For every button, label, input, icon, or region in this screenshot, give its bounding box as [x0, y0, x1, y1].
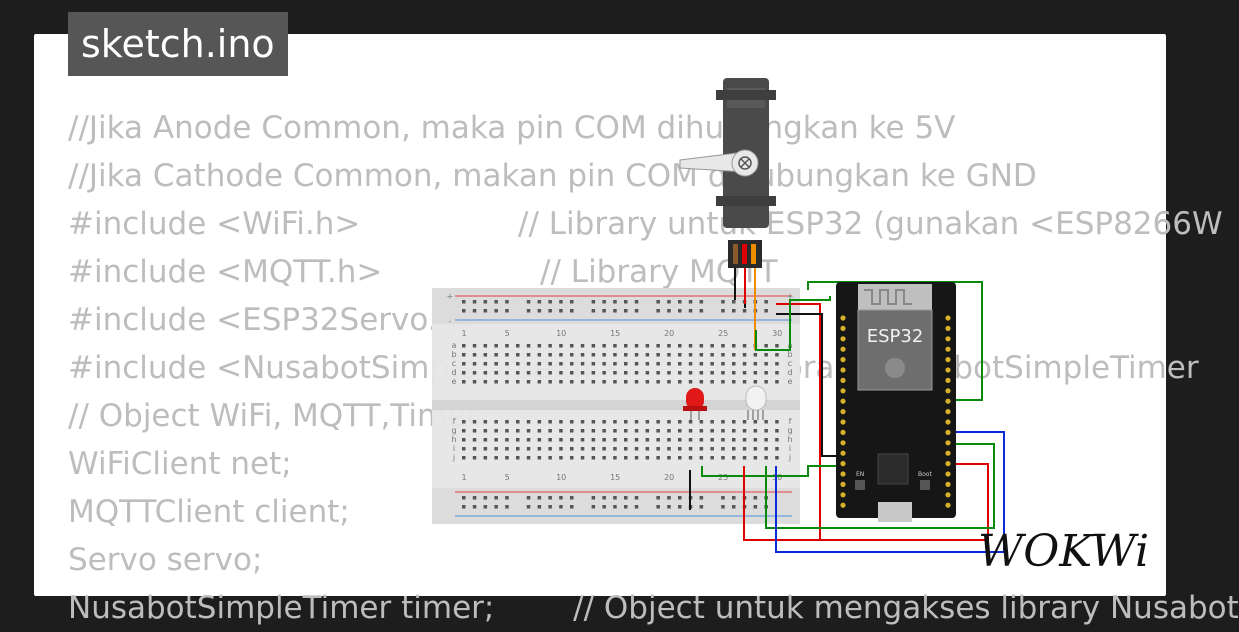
esp32-pin — [945, 367, 951, 373]
breadboard-row-letter: h — [451, 435, 456, 444]
wokwi-logo-text: WOKWi — [978, 526, 1149, 577]
breadboard-row-letter: i — [789, 444, 791, 453]
breadboard-row-letter: j — [788, 453, 791, 462]
breadboard-column-number: 1 — [461, 473, 466, 482]
esp32-pin — [840, 377, 846, 383]
breadboard-column-number: 5 — [505, 329, 510, 338]
breadboard-row-letter: d — [451, 368, 456, 377]
esp32-pin — [840, 471, 846, 477]
esp32-pin — [945, 419, 951, 425]
rgb-led[interactable] — [745, 385, 767, 420]
esp32-pin — [840, 429, 846, 435]
breadboard-row-letter: g — [787, 426, 792, 435]
boot-button-label: Boot — [918, 471, 932, 478]
esp32-pin — [840, 450, 846, 456]
breadboard-row-letter: b — [451, 350, 456, 359]
esp32-pin — [945, 492, 951, 498]
red-led[interactable] — [683, 388, 707, 420]
breadboard-column-number: 15 — [610, 329, 620, 338]
wires — [689, 268, 1005, 553]
en-button-label: EN — [856, 471, 864, 478]
file-tab-title[interactable]: sketch.ino — [68, 12, 288, 76]
breadboard-column-number: 30 — [772, 473, 782, 482]
breadboard-row-letter: i — [453, 444, 455, 453]
esp32-pin — [945, 471, 951, 477]
esp32-pins — [840, 315, 951, 508]
esp32-pin — [840, 357, 846, 363]
breadboard-row-letter: g — [451, 426, 456, 435]
code-line: #include <MQTT.h> // Library MQTT — [68, 254, 778, 290]
esp32-pin — [945, 481, 951, 487]
esp32-pin — [840, 461, 846, 467]
servo-motor[interactable] — [679, 78, 776, 268]
esp32-pin — [945, 357, 951, 363]
esp32-pin — [945, 429, 951, 435]
esp32-pin — [945, 502, 951, 508]
wokwi-logo: WOKWi — [978, 526, 1149, 577]
esp32-pin — [945, 336, 951, 342]
code-line: NusabotSimpleTimer timer; // Object untu… — [68, 590, 1239, 626]
esp32-pin — [840, 325, 846, 331]
breadboard-column-number: 5 — [505, 473, 510, 482]
breadboard-row-letter: e — [788, 377, 793, 386]
breadboard-column-number: 25 — [718, 329, 728, 338]
breadboard-holes — [462, 300, 779, 509]
breadboard-row-letter: d — [787, 368, 792, 377]
esp32-pin — [840, 346, 846, 352]
breadboard-row-letter: f — [789, 417, 792, 426]
esp32-pin — [840, 440, 846, 446]
esp32-pin — [945, 388, 951, 394]
breadboard-column-number: 30 — [772, 329, 782, 338]
esp32-pin — [840, 336, 846, 342]
esp32-pin — [945, 346, 951, 352]
breadboard-column-number: 10 — [556, 473, 566, 482]
esp32-pin — [840, 409, 846, 415]
breadboard-column-number: 20 — [664, 473, 674, 482]
breadboard-column-number: 10 — [556, 329, 566, 338]
esp32-pin — [840, 502, 846, 508]
breadboard-row-letter: c — [452, 359, 456, 368]
breadboard-row-letter: j — [452, 453, 455, 462]
esp32-pin — [840, 367, 846, 373]
breadboard-row-letter: a — [452, 341, 457, 350]
esp32-pin — [840, 492, 846, 498]
esp32-pin — [945, 450, 951, 456]
esp32-label: ESP32 — [867, 326, 924, 347]
breadboard-column-number: 1 — [461, 329, 466, 338]
breadboard-row-letter: b — [787, 350, 792, 359]
code-line: //Jika Cathode Common, makan pin COM dih… — [68, 158, 1037, 194]
esp32-pin — [840, 315, 846, 321]
breadboard-rail-plus: + — [447, 292, 454, 301]
code-line: MQTTClient client; — [68, 494, 350, 530]
esp32-pin — [840, 398, 846, 404]
code-line: WiFiClient net; — [68, 446, 292, 482]
esp32-pin — [840, 419, 846, 425]
esp32-pin — [840, 481, 846, 487]
breadboard-column-number: 20 — [664, 329, 674, 338]
esp32-pin — [945, 409, 951, 415]
breadboard-column-number: 15 — [610, 473, 620, 482]
esp32-pin — [840, 388, 846, 394]
esp32-pin — [945, 325, 951, 331]
breadboard-row-letter: f — [453, 417, 456, 426]
breadboard-row-letter: e — [452, 377, 457, 386]
breadboard-row-letter: c — [788, 359, 792, 368]
esp32-pin — [945, 440, 951, 446]
esp32-board[interactable]: ESP32 EN Boot — [836, 282, 956, 522]
breadboard-row-letter: h — [787, 435, 792, 444]
breadboard-column-number: 25 — [718, 473, 728, 482]
esp32-pin — [945, 398, 951, 404]
breadboard-rail-minus: - — [449, 317, 452, 326]
esp32-pin — [945, 315, 951, 321]
code-line: Servo servo; — [68, 542, 263, 578]
breadboard-rail-plus: + — [787, 292, 794, 301]
esp32-pin — [945, 377, 951, 383]
esp32-pin — [945, 461, 951, 467]
